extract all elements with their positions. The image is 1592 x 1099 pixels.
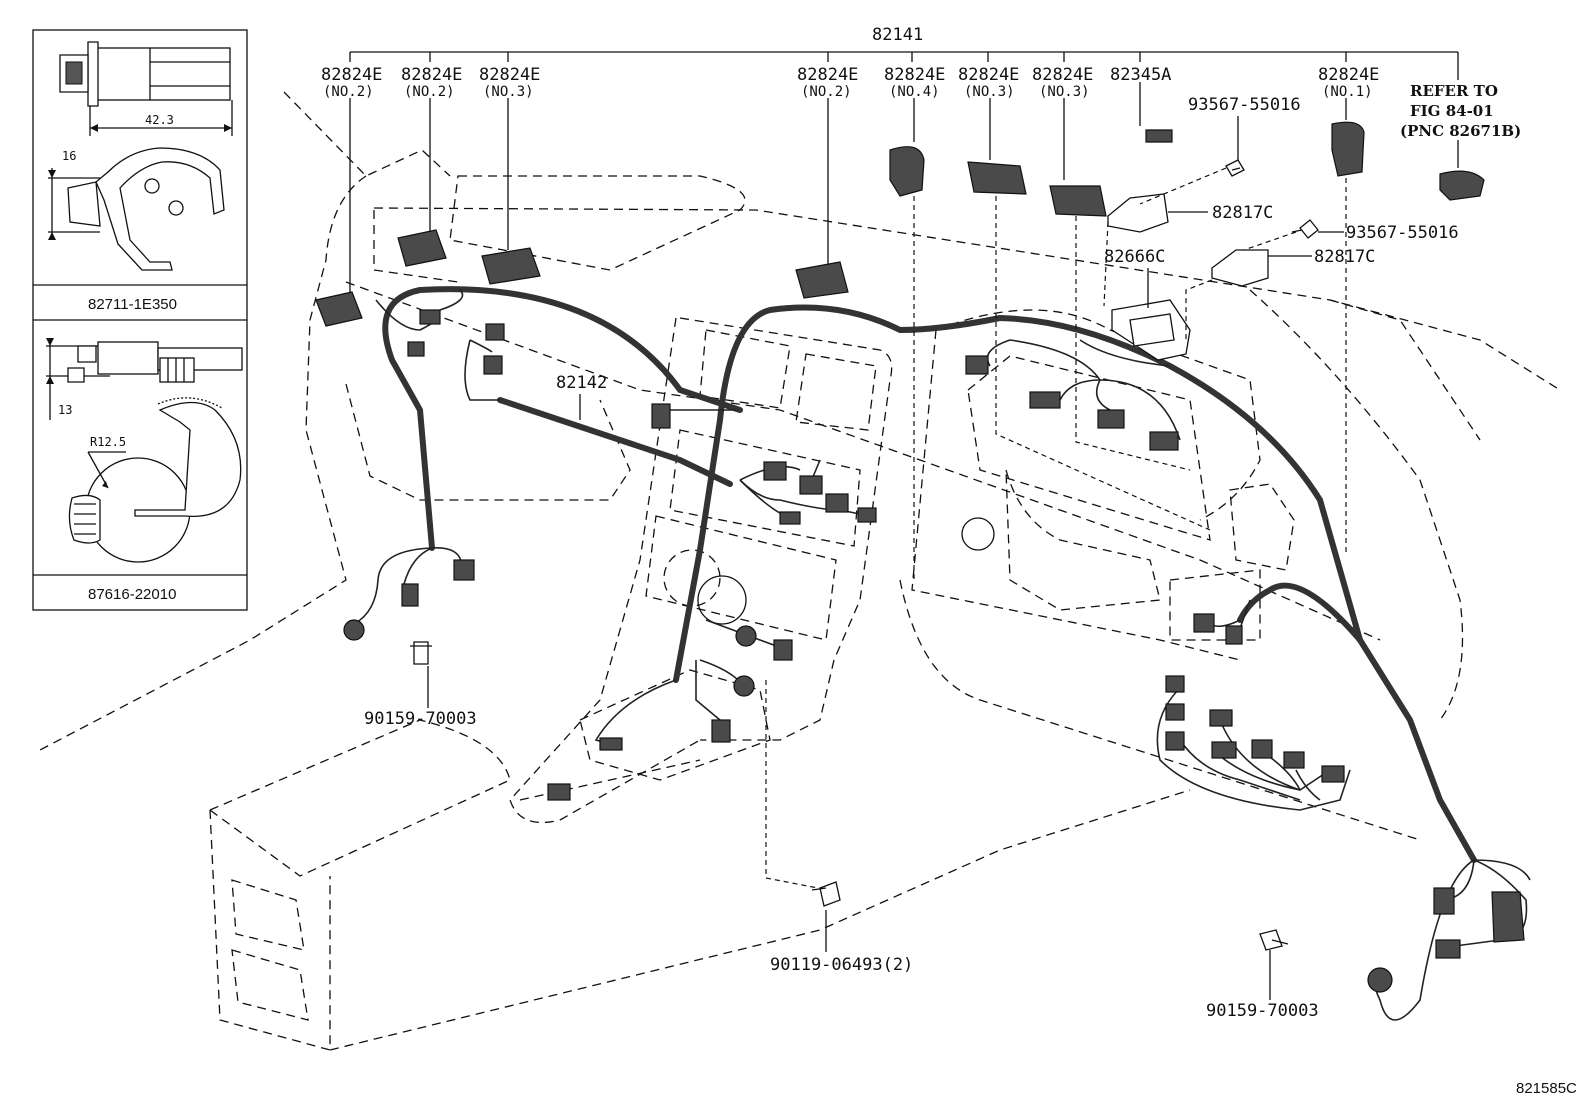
clip-2-part-number: 87616-22010 bbox=[88, 586, 176, 603]
bolt-icon bbox=[1291, 219, 1319, 239]
bolt-top-2-label: 93567-55016 bbox=[1346, 223, 1459, 243]
clip-2-radius-dim: R12.5 bbox=[90, 435, 126, 449]
bolt-left-label: 90159-70003 bbox=[364, 709, 477, 729]
callout-9-label: 82824E bbox=[1318, 65, 1379, 85]
sub-harness-label: 82142 bbox=[556, 373, 607, 393]
bolt-icon bbox=[1225, 159, 1245, 177]
callout-6-label: 82824E bbox=[958, 65, 1019, 85]
clip-1-drawing: 42.3 16 bbox=[48, 41, 233, 271]
callout-4-label: 82824E bbox=[797, 65, 858, 85]
connectors bbox=[315, 121, 1525, 993]
bracket-2-label: 82817C bbox=[1314, 247, 1375, 267]
bolt-icon bbox=[811, 881, 841, 907]
bolt-top-1-label: 93567-55016 bbox=[1188, 95, 1301, 115]
callout-7-sub: (NO.3) bbox=[1039, 84, 1090, 100]
callout-9-sub: (NO.1) bbox=[1322, 84, 1373, 100]
callout-7-label: 82824E bbox=[1032, 65, 1093, 85]
refer-line-3: (PNC 82671B) bbox=[1400, 122, 1521, 140]
inset-panel: 42.3 16 82711-1E350 13 bbox=[32, 29, 248, 611]
clip-1-height-dim: 16 bbox=[62, 149, 76, 163]
refer-line-1: REFER TO bbox=[1410, 82, 1498, 100]
callout-5-sub: (NO.4) bbox=[889, 84, 940, 100]
bolt-center-label: 90119-06493(2) bbox=[770, 955, 913, 975]
leader-lines bbox=[349, 51, 1459, 1000]
bolt-icon bbox=[410, 641, 432, 665]
callout-3-sub: (NO.3) bbox=[483, 84, 534, 100]
refer-line-2: FIG 84-01 bbox=[1410, 102, 1494, 120]
bracket-1-label: 82817C bbox=[1212, 203, 1273, 223]
callout-4-sub: (NO.2) bbox=[801, 84, 852, 100]
clip-1-length-dim: 42.3 bbox=[145, 113, 174, 127]
callout-1-label: 82824E bbox=[321, 65, 382, 85]
callout-6-sub: (NO.3) bbox=[964, 84, 1015, 100]
callout-8-label: 82345A bbox=[1110, 65, 1171, 85]
figure-code: 821585C bbox=[1516, 1080, 1577, 1097]
clip-1-part-number: 82711-1E350 bbox=[88, 296, 177, 313]
instrument-panel-outline bbox=[39, 91, 1561, 1051]
callout-3-label: 82824E bbox=[479, 65, 540, 85]
callout-2-sub: (NO.2) bbox=[404, 84, 455, 100]
callout-1-sub: (NO.2) bbox=[323, 84, 374, 100]
callout-labels: 82141 82824E (NO.2) 82824E (NO.2) 82824E… bbox=[321, 25, 1577, 1097]
callout-5-label: 82824E bbox=[884, 65, 945, 85]
clip-2-drawing: 13 R12.5 bbox=[46, 338, 243, 563]
bolt-right-label: 90159-70003 bbox=[1206, 1001, 1319, 1021]
clip-2-height-dim: 13 bbox=[58, 403, 72, 417]
bolt-icon bbox=[1259, 929, 1289, 951]
relay-block-label: 82666C bbox=[1104, 247, 1165, 267]
top-assembly-label: 82141 bbox=[872, 25, 923, 45]
main-harness bbox=[353, 286, 1531, 1021]
callout-2-label: 82824E bbox=[401, 65, 462, 85]
